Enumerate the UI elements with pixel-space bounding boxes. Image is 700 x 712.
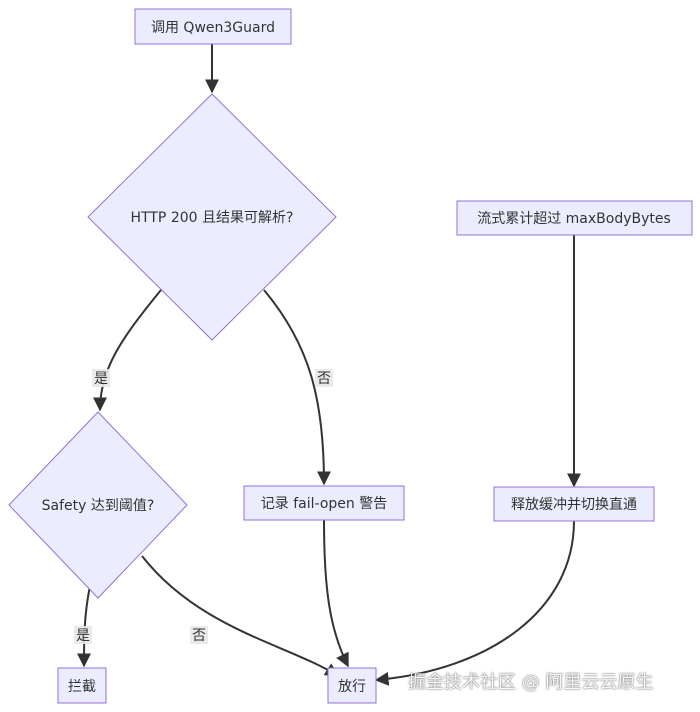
svg-text:是: 是 <box>94 371 108 387</box>
svg-text:是: 是 <box>76 628 90 644</box>
node-call-qwen3guard: 调用 Qwen3Guard <box>134 8 292 45</box>
svg-text:否: 否 <box>192 628 206 644</box>
watermark: 掘金技术社区 @ 阿里云云原生 <box>408 672 654 693</box>
edge-http-no <box>263 289 331 486</box>
svg-text:调用 Qwen3Guard: 调用 Qwen3Guard <box>151 20 275 36</box>
node-log-fail-open: 记录 fail-open 警告 <box>243 485 405 521</box>
svg-text:否: 否 <box>317 371 331 387</box>
decision-safety-threshold: Safety 达到阈值? <box>8 411 188 599</box>
decision-http-200: HTTP 200 且结果可解析? <box>87 93 337 341</box>
svg-text:放行: 放行 <box>338 679 366 695</box>
svg-text:释放缓冲并切换直通: 释放缓冲并切换直通 <box>511 496 637 513</box>
edge-release-to-allow <box>374 520 575 686</box>
edge-label-http-no: 否 <box>315 369 333 387</box>
svg-text:HTTP 200 且结果可解析?: HTTP 200 且结果可解析? <box>131 210 294 226</box>
edge-label-http-yes: 是 <box>92 369 110 387</box>
node-allow: 放行 <box>327 667 377 704</box>
svg-text:流式累计超过 maxBodyBytes: 流式累计超过 maxBodyBytes <box>477 211 671 227</box>
edge-label-safety-no: 否 <box>190 626 208 644</box>
edge-log-to-allow <box>323 519 349 668</box>
svg-text:记录 fail-open 警告: 记录 fail-open 警告 <box>261 496 387 512</box>
edge-label-safety-yes: 是 <box>74 626 92 644</box>
node-stream-exceed: 流式累计超过 maxBodyBytes <box>456 200 693 236</box>
svg-text:拦截: 拦截 <box>68 679 96 695</box>
edge-http-yes <box>93 289 162 412</box>
svg-text:Safety 达到阈值?: Safety 达到阈值? <box>42 498 155 514</box>
node-release-buffer: 释放缓冲并切换直通 <box>493 486 655 522</box>
edge-safety-no <box>141 555 340 677</box>
node-block: 拦截 <box>57 667 107 704</box>
